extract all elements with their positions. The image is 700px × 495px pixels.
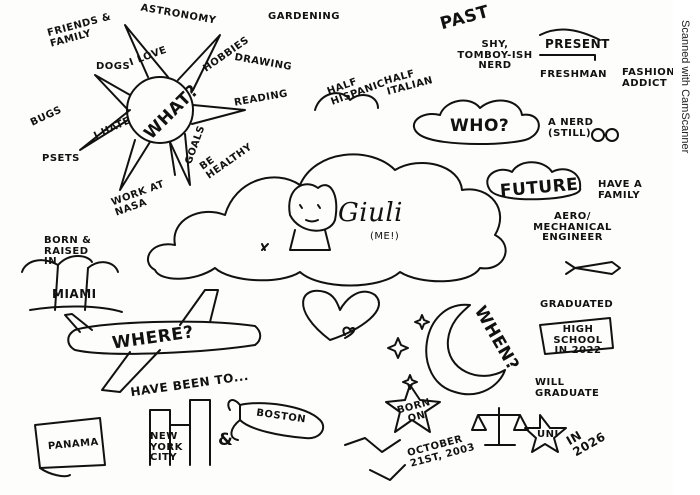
central-cloud	[146, 153, 507, 287]
miami-label: MIAMI	[52, 287, 97, 301]
nyc-label: NEW YORK CITY	[150, 431, 183, 463]
born-raised-label: BORN & RAISED IN	[44, 235, 92, 267]
airplane-drawing	[64, 289, 262, 393]
center-name: Giuli	[338, 198, 403, 228]
engineer-label: AERO/ MECHANICAL ENGINEER	[533, 211, 612, 243]
portrait-drawing	[288, 183, 338, 251]
who-hub: WHO?	[450, 116, 510, 136]
psets-label: PSETS	[42, 153, 80, 164]
what-sun	[79, 24, 246, 191]
will-graduate-label: WILL GRADUATE	[535, 377, 600, 399]
high-school-label: HIGH SCHOOL IN 2022	[553, 324, 603, 356]
center-me: (ME!)	[370, 231, 400, 242]
past-desc: SHY, TOMBOY-ISH NERD	[457, 39, 533, 71]
dogs-label: DOGS	[96, 61, 131, 72]
heart-drawing	[302, 289, 380, 341]
ampersand: &	[218, 430, 234, 450]
fashion-label: FASHION ADDICT	[622, 67, 676, 89]
uni-label: UNI	[537, 429, 559, 440]
freshman-label: FRESHMAN	[540, 69, 607, 80]
present-label: PRESENT	[545, 37, 610, 51]
who-cloud	[412, 99, 540, 145]
scanner-watermark-strip: Scanned with CamScanner	[673, 0, 700, 495]
watermark-text: Scanned with CamScanner	[679, 20, 691, 154]
moon-drawing	[425, 303, 506, 396]
nerd-still-label: A NERD (STILL)	[548, 117, 594, 139]
graduated-label: GRADUATED	[540, 299, 614, 310]
gardening-label: GARDENING	[268, 11, 340, 22]
family-label: HAVE A FAMILY	[598, 179, 643, 201]
palm-trees-drawing	[21, 255, 123, 313]
